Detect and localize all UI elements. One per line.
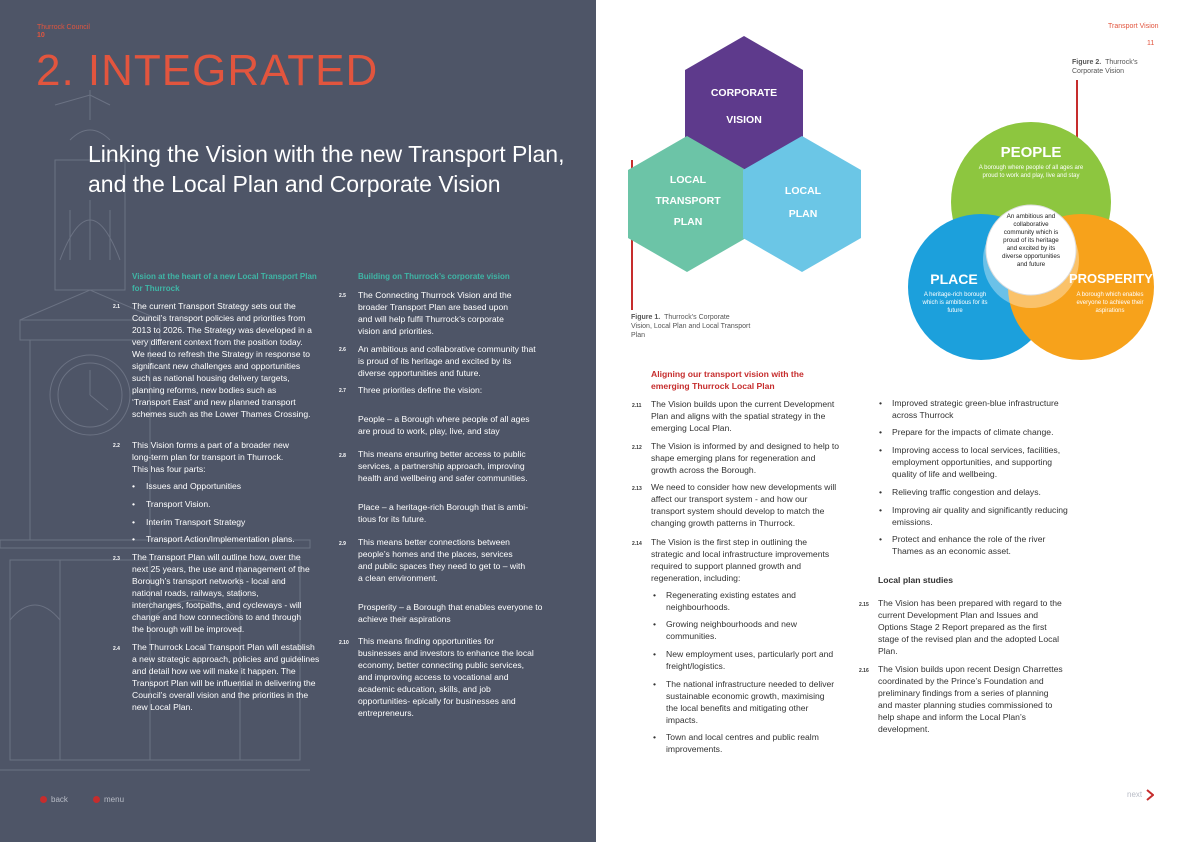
left-page: Thurrock Council 10 2. INTEGRATED Linkin… bbox=[0, 0, 596, 842]
col2-heading: Building on Thurrock’s corporate vision bbox=[358, 272, 510, 281]
paragraph: Prosperity – a Borough that enables ever… bbox=[358, 602, 543, 624]
paragraph: The Vision builds upon recent Design Cha… bbox=[878, 664, 1063, 734]
paragraph-number: 2.5 bbox=[339, 293, 346, 299]
list-item: New employment uses, particularly port a… bbox=[653, 648, 836, 672]
paragraph-number: 2.12 bbox=[632, 445, 642, 451]
list-item: Improved strategic green-blue infrastruc… bbox=[879, 397, 1072, 421]
list-item: Prepare for the impacts of climate chang… bbox=[879, 426, 1072, 438]
paragraph: The Connecting Thurrock Vision and the b… bbox=[358, 290, 512, 336]
paragraph-number: 2.6 bbox=[339, 347, 346, 353]
menu-icon bbox=[93, 796, 100, 804]
list-item: Town and local centres and public realm … bbox=[653, 731, 836, 755]
paragraph-number: 2.9 bbox=[339, 541, 346, 547]
local-plan-hexagon bbox=[743, 136, 861, 272]
center-text: An ambitious and collaborative community… bbox=[1001, 213, 1061, 268]
list-item: Issues and Opportunities bbox=[132, 480, 316, 492]
paragraph-number: 2.2 bbox=[113, 443, 120, 449]
paragraph-number: 2.16 bbox=[859, 668, 869, 674]
figure2-rule bbox=[1076, 80, 1078, 140]
list-item: Regenerating existing estates and neighb… bbox=[653, 589, 836, 613]
prosperity-title: PROSPERITY bbox=[1069, 271, 1153, 286]
page-number: 10 bbox=[37, 32, 45, 39]
list-item: Improving air quality and significantly … bbox=[879, 504, 1072, 528]
paragraph: The Vision is informed by and designed t… bbox=[651, 441, 840, 475]
col4-heading: Local plan studies bbox=[878, 575, 953, 585]
back-arrow-icon bbox=[40, 796, 47, 804]
paragraph: The current Transport Strategy sets out … bbox=[132, 301, 312, 419]
next-link[interactable]: next bbox=[1127, 789, 1155, 801]
list-item: Protect and enhance the role of the rive… bbox=[879, 533, 1072, 557]
center-circle bbox=[985, 204, 1077, 296]
paragraph-number: 2.10 bbox=[339, 640, 349, 646]
paragraph: The Vision is the first step in outlinin… bbox=[651, 537, 830, 583]
local-transport-plan-hexagon bbox=[628, 136, 746, 272]
list-item: Transport Vision. bbox=[132, 498, 316, 510]
paragraph-number: 2.1 bbox=[113, 304, 120, 310]
corporate-vision-hexagon bbox=[685, 36, 803, 172]
list-item: Improving access to local services, faci… bbox=[879, 444, 1072, 480]
header-org: Thurrock Council bbox=[37, 24, 90, 31]
page-subtitle: Linking the Vision with the new Transpor… bbox=[88, 141, 565, 197]
paragraph-number: 2.13 bbox=[632, 486, 642, 492]
back-link[interactable]: back bbox=[40, 795, 68, 804]
place-title: PLACE bbox=[930, 271, 978, 287]
hex-right-label: LOCAL PLAN bbox=[784, 185, 822, 220]
figure2-caption: Figure 2. Thurrock’s Corporate Vision bbox=[1072, 59, 1138, 75]
list-item: Relieving traffic congestion and delays. bbox=[879, 486, 1072, 498]
hex-top-label: CORPORATE VISION bbox=[710, 87, 778, 126]
list-item: Growing neighbourhoods and new communiti… bbox=[653, 618, 836, 642]
building-line-art bbox=[0, 90, 311, 771]
place-text: A heritage-rich borough which is ambitio… bbox=[922, 292, 988, 314]
list-item: Interim Transport Strategy bbox=[132, 516, 316, 528]
paragraph: The Vision has been prepared with regard… bbox=[878, 598, 1062, 656]
paragraph: The Thurrock Local Transport Plan will e… bbox=[132, 642, 320, 712]
paragraph: This Vision forms a part of a broader ne… bbox=[132, 440, 289, 474]
figure2-venn-diagram bbox=[908, 122, 1154, 360]
col3-heading: Aligning our transport vision with the e… bbox=[651, 369, 804, 391]
figure1-caption: Figure 1. Thurrock’s Corporate Vision, L… bbox=[631, 314, 751, 339]
chevron-right-icon bbox=[1146, 789, 1155, 801]
paragraph-number: 2.7 bbox=[339, 388, 346, 394]
paragraph-number: 2.14 bbox=[632, 541, 642, 547]
paragraph: We need to consider how new developments… bbox=[651, 482, 837, 528]
paragraph: The Transport Plan will outline how, ove… bbox=[132, 552, 310, 634]
figure1-hexagon-diagram bbox=[628, 36, 861, 272]
right-page: Transport Vision 11 CORPORATE VISION LOC… bbox=[596, 0, 1191, 842]
paragraph-number: 2.8 bbox=[339, 453, 346, 459]
menu-link[interactable]: menu bbox=[93, 795, 124, 804]
paragraph-number: 2.11 bbox=[632, 403, 642, 409]
paragraph: This means better connections between pe… bbox=[358, 537, 526, 583]
paragraph-number: 2.3 bbox=[113, 556, 120, 562]
paragraph: This means ensuring better access to pub… bbox=[358, 449, 528, 483]
paragraph: The Vision builds upon the current Devel… bbox=[651, 399, 835, 433]
people-text: A borough where people of all ages are p… bbox=[978, 165, 1084, 179]
paragraph-number: 2.15 bbox=[859, 602, 869, 608]
paragraph: Place – a heritage-rich Borough that is … bbox=[358, 502, 529, 524]
list-item: Transport Action/Implementation plans. bbox=[132, 533, 316, 545]
people-title: PEOPLE bbox=[1000, 144, 1062, 161]
section-title: 2. INTEGRATED bbox=[36, 46, 379, 95]
paragraph-number: 2.4 bbox=[113, 646, 120, 652]
list-item: The national infrastructure needed to de… bbox=[653, 678, 836, 726]
paragraph: An ambitious and collaborative community… bbox=[358, 344, 536, 378]
header-title: Transport Vision bbox=[1108, 23, 1159, 30]
paragraph: Three priorities define the vision: bbox=[358, 385, 483, 395]
col1-heading: Vision at the heart of a new Local Trans… bbox=[132, 272, 317, 293]
hex-left-label: LOCAL TRANSPORT PLAN bbox=[655, 174, 721, 228]
prosperity-text: A borough which enables everyone to achi… bbox=[1076, 292, 1144, 314]
paragraph: This means finding opportunities for bus… bbox=[358, 636, 534, 718]
page-number: 11 bbox=[1147, 40, 1155, 47]
paragraph: People – a Borough where people of all a… bbox=[358, 414, 530, 436]
